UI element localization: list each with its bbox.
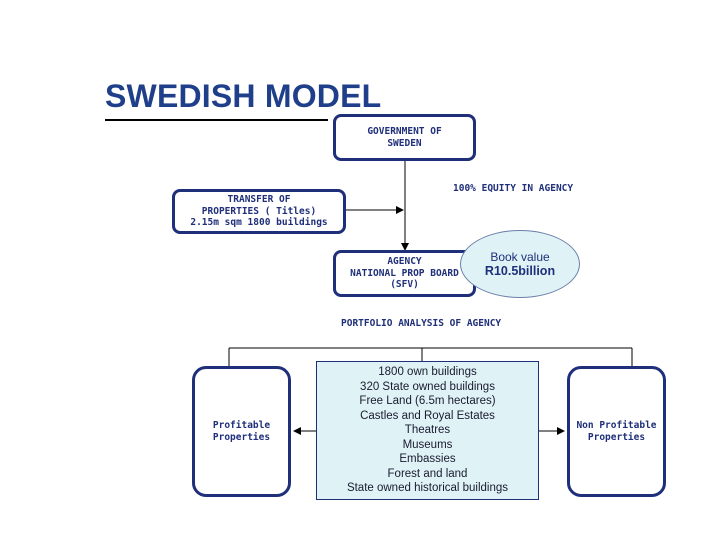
portfolio-item: 1800 own buildings [378, 366, 477, 379]
portfolio-item: Museums [402, 438, 453, 451]
agency-line-3: (SFV) [390, 279, 419, 291]
portfolio-label: PORTFOLIO ANALYSIS OF AGENCY [341, 318, 502, 329]
profitable-line-2: Properties [212, 431, 271, 443]
portfolio-item: Free Land (6.5m hectares) [359, 395, 496, 408]
agency-box: AGENCY NATIONAL PROP BOARD (SFV) [333, 250, 476, 297]
government-box: GOVERNMENT OF SWEDEN [333, 114, 476, 161]
profitable-box: Profitable Properties [192, 366, 291, 497]
non-profitable-line-1: Non Profitable [576, 419, 657, 431]
portfolio-item: Castles and Royal Estates [360, 409, 495, 422]
title-underline [105, 119, 328, 121]
portfolio-item: State owned historical buildings [346, 482, 509, 495]
book-value-oval: Book value R10.5billion [460, 230, 580, 298]
non-profitable-box: Non Profitable Properties [567, 366, 666, 497]
transfer-line-3: 2.15m sqm 1800 buildings [190, 217, 328, 229]
government-line-2: SWEDEN [387, 137, 422, 149]
portfolio-item: Theatres [404, 424, 451, 437]
portfolio-item: Embassies [399, 453, 456, 466]
transfer-line-2: PROPERTIES ( Titles) [201, 205, 317, 217]
book-value-label: Book value [490, 250, 550, 264]
agency-line-1: AGENCY [387, 255, 422, 267]
equity-label: 100% EQUITY IN AGENCY [453, 183, 574, 194]
portfolio-item: Forest and land [387, 467, 468, 480]
profitable-line-1: Profitable [212, 419, 271, 431]
agency-line-2: NATIONAL PROP BOARD [350, 267, 459, 279]
transfer-box: TRANSFER OF PROPERTIES ( Titles) 2.15m s… [172, 189, 346, 234]
book-value-amount: R10.5billion [484, 264, 556, 278]
government-line-1: GOVERNMENT OF [367, 125, 442, 137]
non-profitable-line-2: Properties [587, 431, 646, 443]
transfer-line-1: TRANSFER OF [227, 193, 291, 205]
slide-title: SWEDISH MODEL [105, 78, 382, 114]
portfolio-items-box: 1800 own buildings 320 State owned build… [316, 361, 539, 500]
portfolio-item: 320 State owned buildings [360, 380, 495, 393]
